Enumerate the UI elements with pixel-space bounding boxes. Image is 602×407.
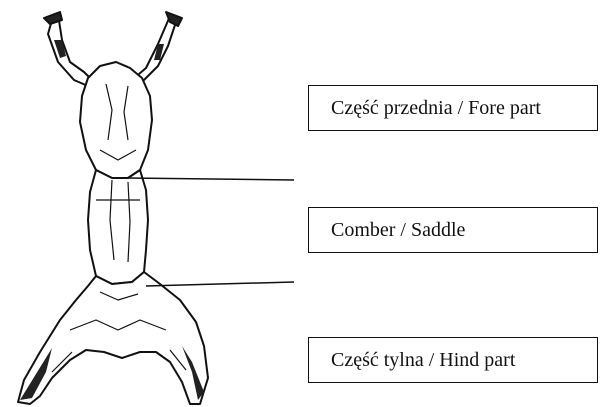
- fore-part-label-box: Część przednia / Fore part: [308, 85, 598, 131]
- hind-part-label: Część tylna / Hind part: [331, 349, 515, 371]
- fore-part-label: Część przednia / Fore part: [331, 97, 541, 119]
- saddle-label-box: Comber / Saddle: [308, 207, 598, 253]
- saddle-label: Comber / Saddle: [331, 219, 465, 241]
- saddle-shape: [88, 170, 148, 284]
- left-leg-upper: [48, 14, 92, 86]
- carcass-illustration: [18, 12, 208, 404]
- fore-part-shape: [80, 62, 152, 178]
- division-line-saddle-hind: [146, 282, 294, 286]
- hind-part-shape: [18, 272, 208, 404]
- division-line-fore-saddle: [128, 178, 294, 180]
- hind-part-label-box: Część tylna / Hind part: [308, 337, 598, 383]
